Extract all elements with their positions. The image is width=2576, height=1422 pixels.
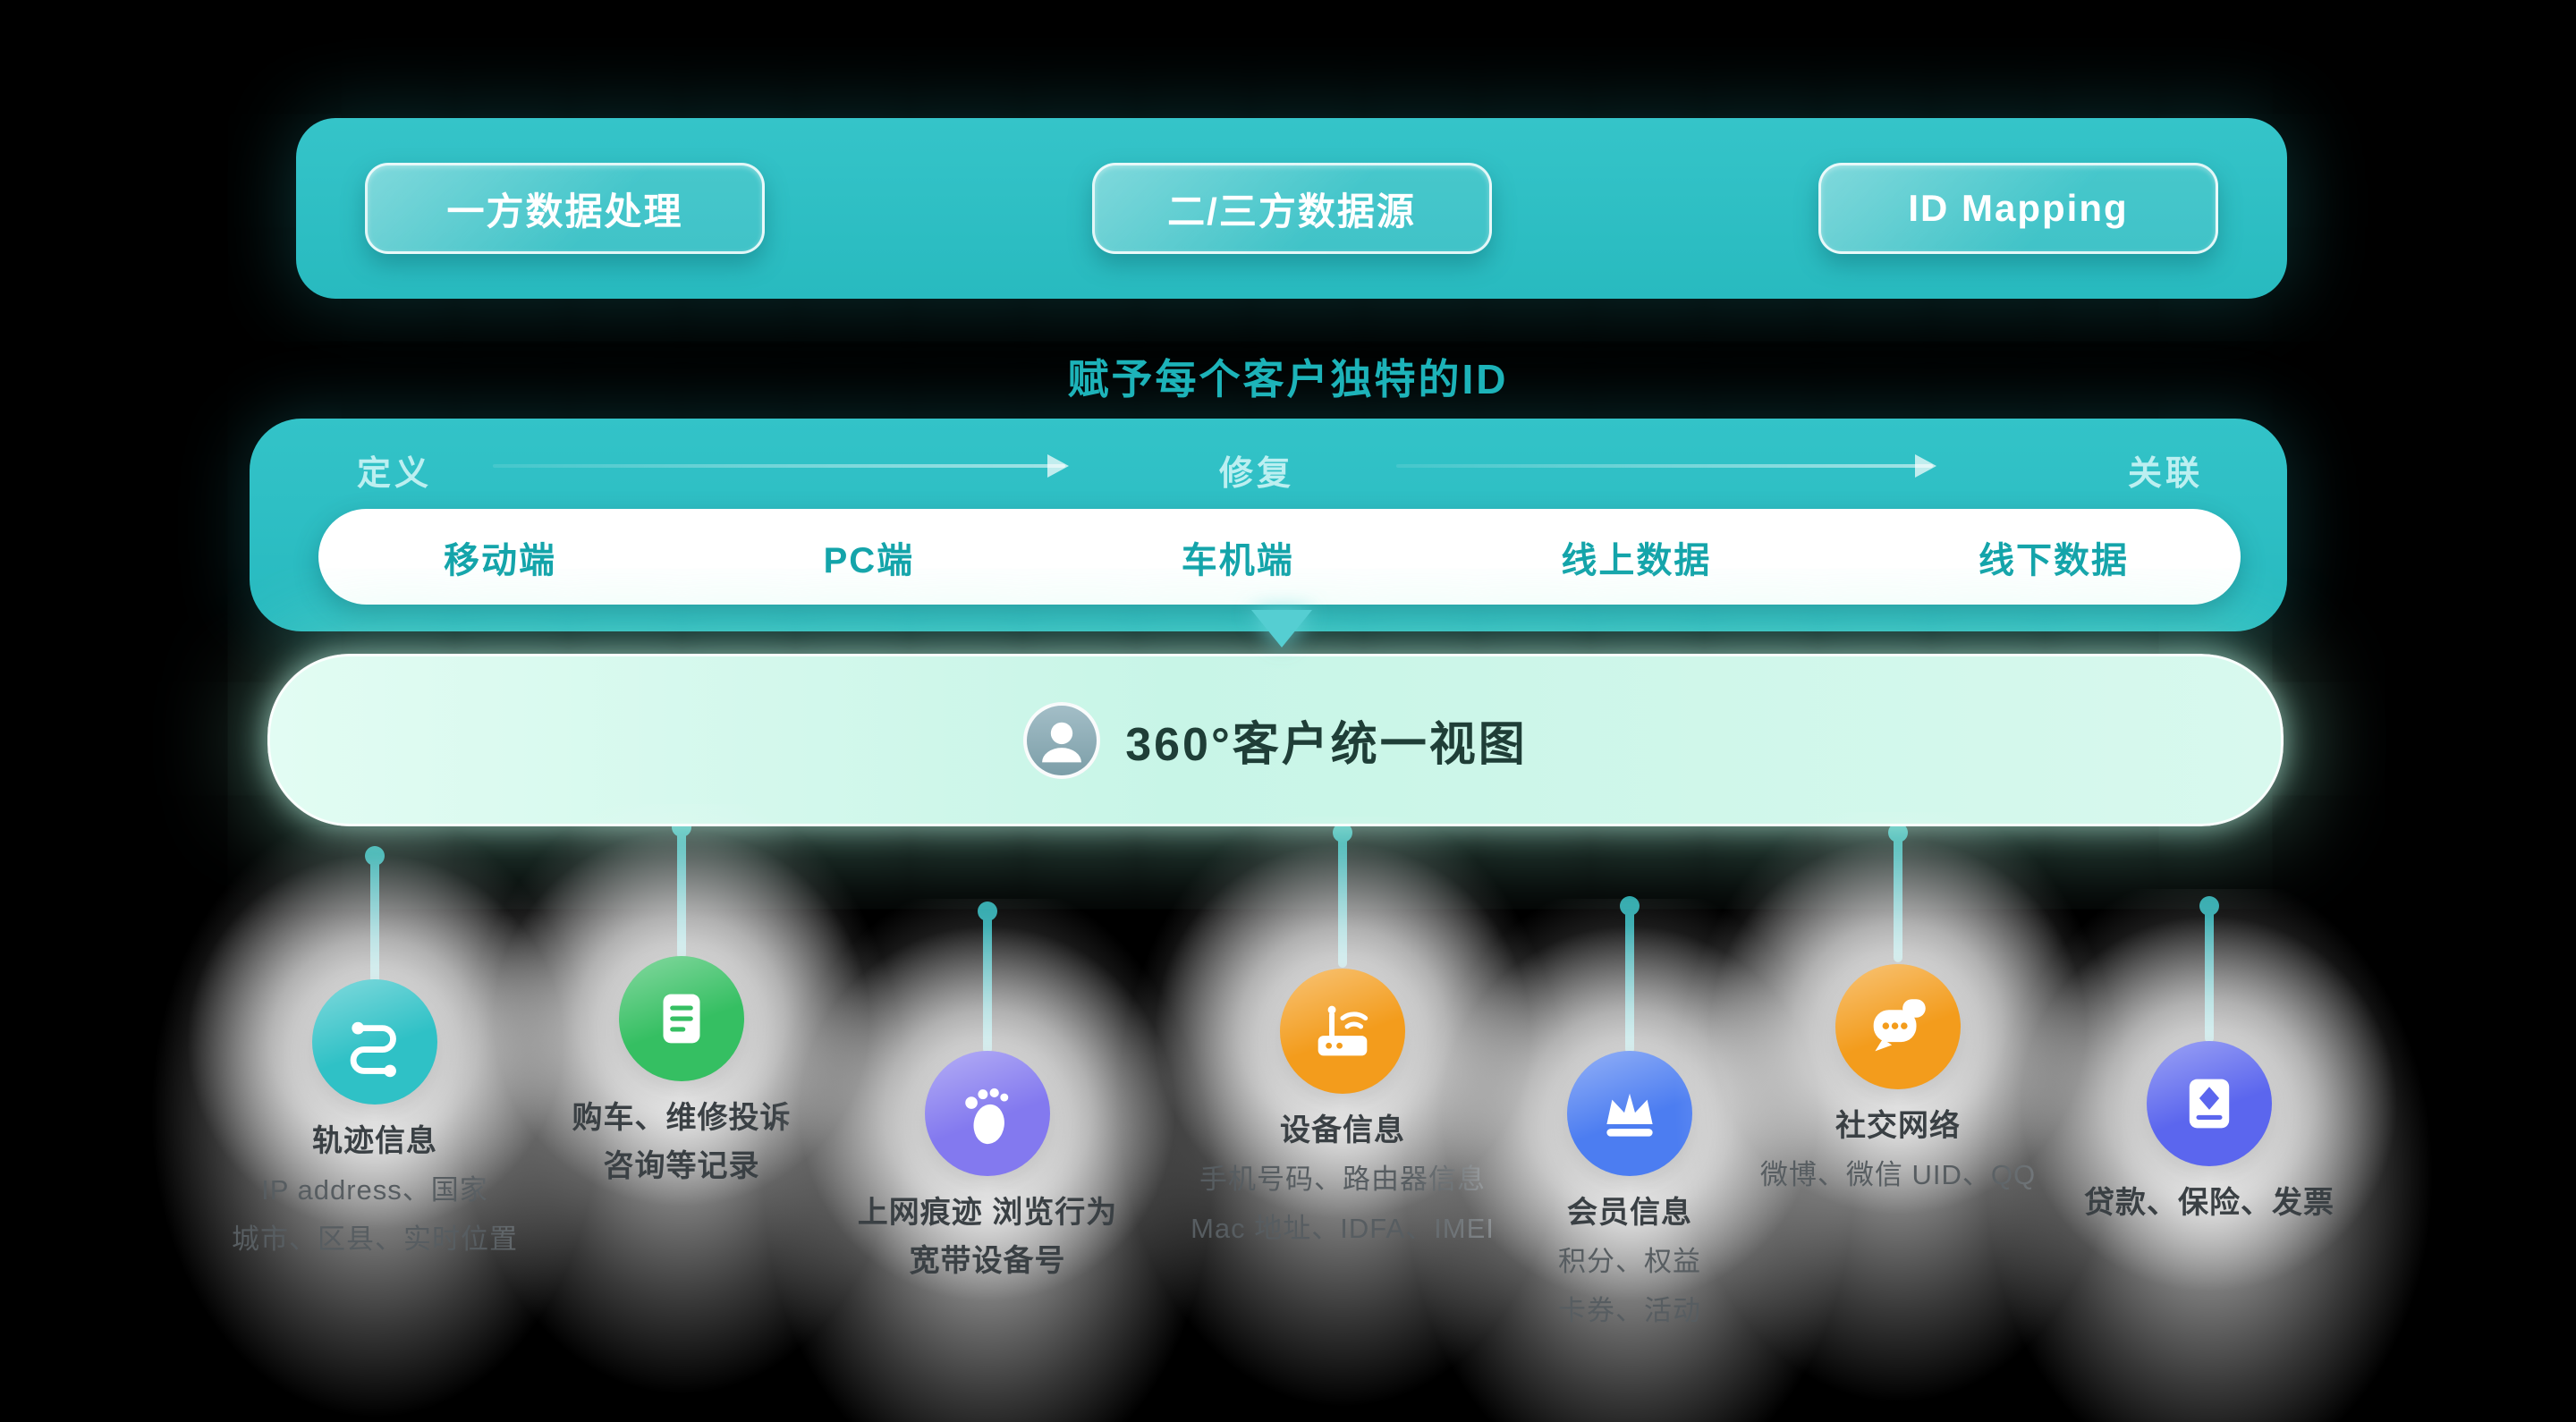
trajectory-bubble — [312, 979, 437, 1105]
connector-line — [1888, 823, 1908, 962]
source-title: 购车、维修投诉 — [572, 1101, 792, 1135]
source-browsing: 上网痕迹 浏览行为 宽带设备号 — [755, 899, 1220, 1422]
source-title: 咨询等记录 — [603, 1149, 760, 1183]
records-bubble — [619, 956, 744, 1081]
document-icon — [663, 994, 700, 1044]
source-title: 社交网络 — [1835, 1109, 1961, 1143]
channels-bar: 移动端 PC端 车机端 线上数据 线下数据 — [318, 509, 2241, 605]
membership-bubble — [1567, 1051, 1692, 1176]
source-title: 宽带设备号 — [909, 1244, 1066, 1278]
source-detail: 微博、微信 UID、QQ — [1759, 1159, 2037, 1190]
source-title: 会员信息 — [1567, 1196, 1692, 1230]
crown-icon — [1606, 1093, 1653, 1137]
chip-first-party-data[interactable]: 一方数据处理 — [365, 163, 765, 254]
down-arrow-icon — [1251, 610, 1312, 648]
source-detail: 城市、区县、实时位置 — [232, 1223, 518, 1255]
data-sources-bar: 一方数据处理 二/三方数据源 ID Mapping — [296, 118, 2287, 299]
channel-car: 车机端 — [1181, 540, 1294, 580]
source-title: 上网痕迹 浏览行为 — [857, 1196, 1118, 1230]
stage-define: 定义 — [356, 455, 433, 493]
page-title: 赋予每个客户独特的ID — [1067, 356, 1509, 402]
connector-line — [978, 901, 997, 1054]
finance-bubble — [2147, 1041, 2272, 1166]
connector-line — [672, 817, 691, 959]
unified-view-label: 360°客户统一视图 — [1125, 719, 1528, 771]
flow-arrow — [1396, 454, 1936, 478]
social-bubble — [1835, 964, 1961, 1089]
user-icon — [1023, 701, 1101, 779]
channel-pc: PC端 — [823, 540, 915, 580]
stage-repair: 修复 — [1218, 455, 1295, 493]
device-bubble — [1280, 969, 1405, 1094]
source-title: 轨迹信息 — [312, 1124, 437, 1158]
channel-online-data: 线上数据 — [1561, 540, 1712, 580]
source-detail: 积分、权益 — [1558, 1246, 1701, 1277]
browsing-bubble — [925, 1051, 1050, 1176]
chip-id-mapping[interactable]: ID Mapping — [1818, 163, 2218, 254]
source-detail: 卡券、活动 — [1558, 1295, 1701, 1326]
flow-arrow — [493, 454, 1069, 478]
channel-offline-data: 线下数据 — [1978, 540, 2129, 580]
channel-mobile: 移动端 — [444, 540, 556, 580]
source-detail: IP address、国家 — [261, 1174, 488, 1206]
invoice-icon — [2189, 1079, 2230, 1129]
source-title: 贷款、保险、发票 — [2084, 1186, 2334, 1220]
connector-line — [1333, 823, 1352, 968]
chat-icon — [1873, 999, 1926, 1052]
stage-associate: 关联 — [2127, 455, 2204, 493]
unified-view-bar: 360°客户统一视图 — [267, 654, 2284, 826]
chip-second-third-party-data[interactable]: 二/三方数据源 — [1091, 163, 1492, 254]
id-pipeline-bar: 定义 修复 关联 移动端 PC端 车机端 线上数据 线下数据 — [250, 419, 2287, 631]
connector-line — [2199, 896, 2219, 1043]
connector-line — [1620, 896, 1640, 1054]
footprint-icon — [965, 1088, 1009, 1145]
source-finance: 贷款、保险、发票 — [1977, 889, 2442, 1422]
connector-line — [365, 846, 385, 984]
source-title: 设备信息 — [1280, 1113, 1405, 1147]
router-icon — [1318, 1005, 1368, 1056]
route-icon — [350, 1021, 396, 1078]
